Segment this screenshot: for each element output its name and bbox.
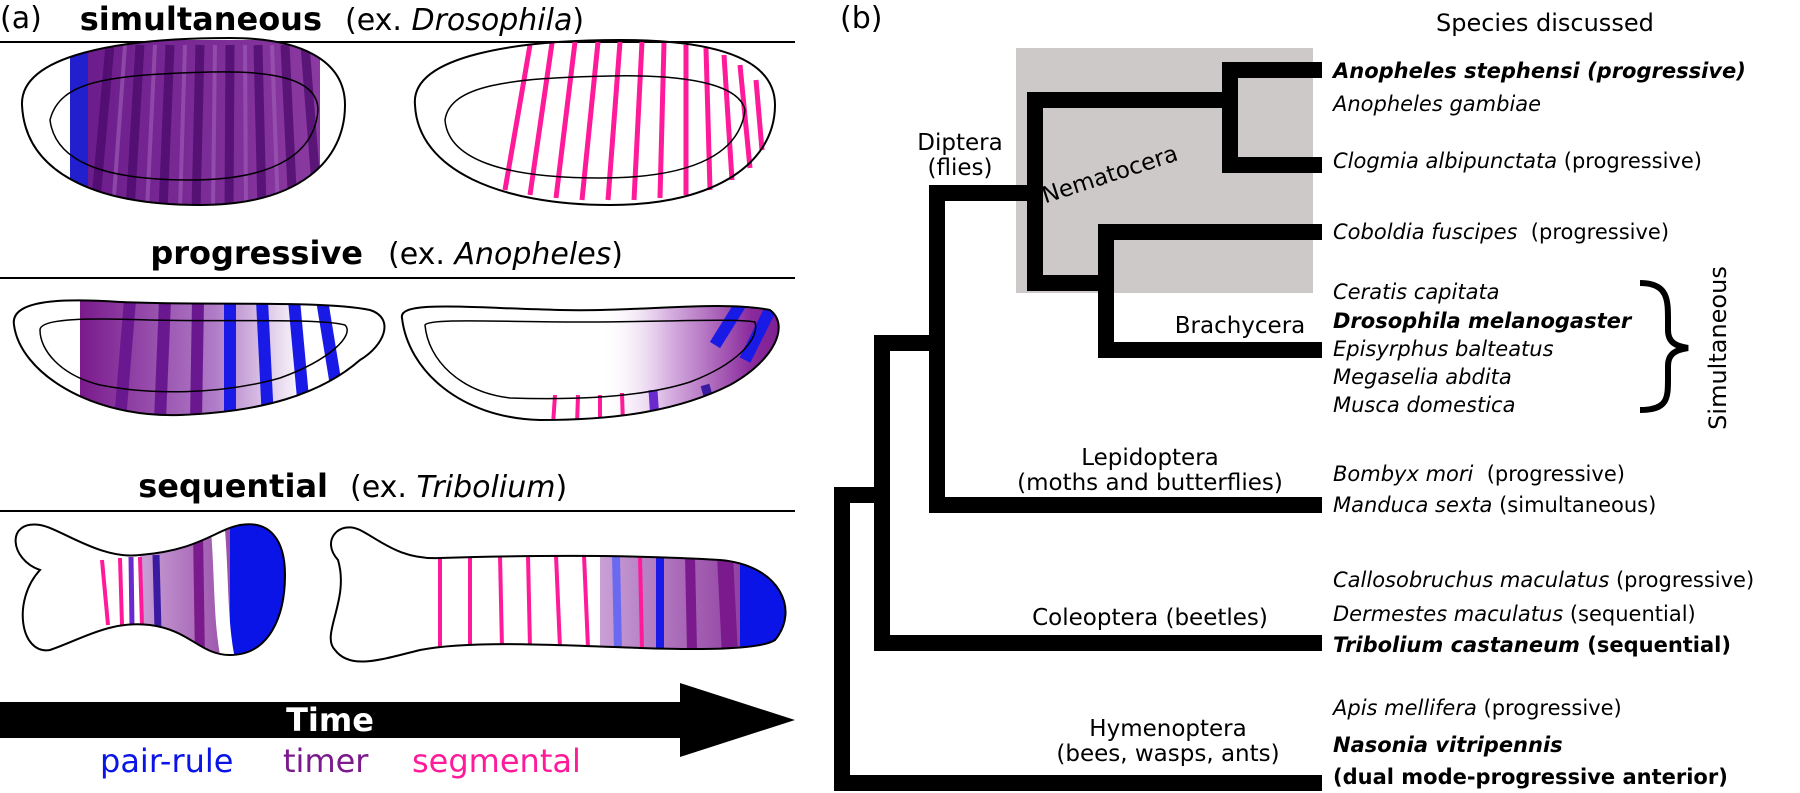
species-list: Anopheles stephensi (progressive) Anophe… <box>1331 59 1754 789</box>
example-species: Tribolium <box>416 470 555 505</box>
example-prefix: (ex. <box>388 237 454 272</box>
row-example-progressive: (ex. Anopheles) <box>388 237 623 272</box>
species-item: Drosophila melanogaster <box>1333 309 1633 333</box>
species-item: Apis mellifera (progressive) <box>1331 696 1622 720</box>
species-item: (dual mode-progressive anterior) <box>1333 765 1728 789</box>
clade-diptera-common: (flies) <box>928 155 993 181</box>
row-title-sequential: sequential <box>138 467 328 505</box>
species-item: Callosobruchus maculatus (progressive) <box>1333 568 1754 592</box>
embryo-progressive-early <box>12 299 386 417</box>
row-title-progressive: progressive <box>150 234 363 272</box>
clade-lepidoptera-common: (moths and butterflies) <box>1017 470 1283 496</box>
species-item: Dermestes maculatus (sequential) <box>1333 602 1696 626</box>
clade-lepidoptera: Lepidoptera <box>1081 445 1219 471</box>
species-item: Nasonia vitripennis <box>1333 733 1563 757</box>
species-header: Species discussed <box>1436 9 1654 37</box>
example-suffix: ) <box>555 470 567 505</box>
clade-brachycera: Brachycera <box>1175 313 1306 339</box>
embryo-simultaneous-timer <box>20 36 347 207</box>
legend-pair-rule: pair-rule <box>100 742 233 780</box>
species-item: Coboldia fuscipes (progressive) <box>1333 220 1669 244</box>
clade-hymenoptera: Hymenoptera <box>1089 716 1246 742</box>
species-item: Musca domestica <box>1333 393 1515 417</box>
species-item: Clogmia albipunctata (progressive) <box>1333 149 1702 173</box>
row-example-sequential: (ex. Tribolium) <box>350 470 567 505</box>
phylogenetic-tree <box>834 62 1322 791</box>
time-label: Time <box>286 701 374 739</box>
embryo-simultaneous-segmental <box>413 38 777 207</box>
species-item: Manduca sexta (simultaneous) <box>1333 493 1656 517</box>
mode-label: sequential <box>138 467 328 505</box>
clade-diptera: Diptera <box>917 130 1002 156</box>
example-prefix: (ex. <box>345 3 411 38</box>
legend-segmental: segmental <box>412 742 581 780</box>
clade-coleoptera: Coleoptera (beetles) <box>1032 605 1268 631</box>
legend-timer: timer <box>283 742 369 780</box>
species-item: Ceratis capitata <box>1333 280 1500 304</box>
species-item: Bombyx mori (progressive) <box>1333 462 1625 486</box>
species-item: Megaselia abdita <box>1333 365 1512 389</box>
row-title-simultaneous: simultaneous <box>80 0 322 38</box>
example-species: Anopheles <box>452 237 611 272</box>
mode-label: simultaneous <box>80 0 322 38</box>
species-item: Tribolium castaneum (sequential) <box>1333 633 1731 657</box>
example-species: Drosophila <box>411 3 572 38</box>
time-arrow <box>0 683 795 757</box>
clade-hymenoptera-common: (bees, wasps, ants) <box>1056 741 1279 767</box>
example-prefix: (ex. <box>350 470 416 505</box>
example-suffix: ) <box>572 3 584 38</box>
example-suffix: ) <box>611 237 623 272</box>
species-item: Anopheles gambiae <box>1331 92 1541 116</box>
panel-a-label: (a) <box>0 1 42 36</box>
embryo-sequential-early <box>14 523 287 657</box>
species-item: Episyrphus balteatus <box>1333 337 1554 361</box>
embryo-progressive-late <box>400 305 780 422</box>
species-item: Anopheles stephensi (progressive) <box>1331 59 1746 83</box>
simultaneous-brace <box>1639 280 1689 413</box>
row-example-simultaneous: (ex. Drosophila) <box>345 3 584 38</box>
mode-label: progressive <box>150 234 363 272</box>
bracket-label: Simultaneous <box>1704 266 1732 430</box>
embryo-sequential-late <box>329 526 787 663</box>
panel-b-label: (b) <box>840 1 882 36</box>
